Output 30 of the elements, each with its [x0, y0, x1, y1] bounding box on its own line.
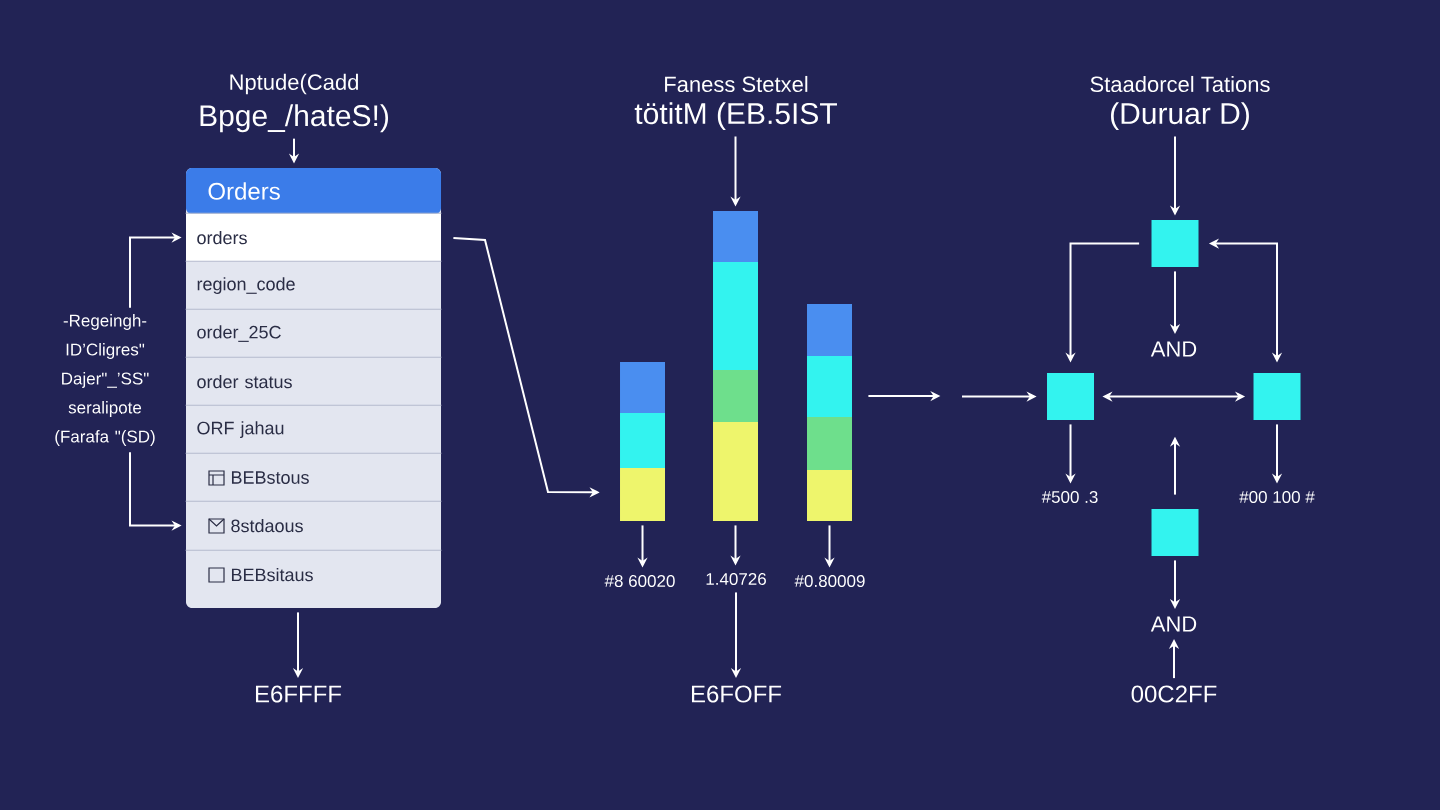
square-box — [1253, 373, 1301, 420]
table-row: region_code — [185, 260, 442, 310]
table-row: order status — [185, 356, 442, 406]
value-label: #0.80009 — [794, 575, 865, 587]
table-header: Orders — [186, 168, 441, 214]
table-row: BEBsitaus — [185, 549, 442, 599]
square-box — [1047, 373, 1094, 420]
table-row: orders — [185, 212, 442, 262]
stacked-bar — [620, 362, 665, 521]
code-label: 00C2FF — [1131, 685, 1217, 703]
square-box — [1151, 220, 1199, 267]
table-row: BEBstous — [185, 452, 442, 502]
value-label: 1.40726 — [706, 573, 766, 585]
value-label: #8 60020 — [604, 575, 675, 587]
heading: Nptude(Cadd Bpge_/hateS!) — [200, 73, 389, 133]
heading: Faness Stetxel tötitM (EB.5IST — [634, 75, 837, 131]
value-label: #500 .3 — [1041, 491, 1098, 503]
operator-label: AND — [1150, 616, 1197, 632]
stacked-bar — [713, 211, 758, 521]
operator-label: AND — [1150, 341, 1197, 357]
code-label: E6FFFF — [256, 685, 342, 703]
table-row: 8stdaous — [185, 500, 442, 550]
code-label: E6FOFF — [692, 685, 782, 703]
square-box — [1151, 509, 1199, 556]
table-row: order_25C — [185, 308, 442, 358]
stacked-bar — [807, 304, 852, 521]
value-label: #00 100 # — [1239, 491, 1315, 503]
table-row: ORF jahau — [185, 404, 442, 454]
heading: Staadorcel Tations (Duruar D) — [1090, 75, 1270, 131]
side-note: -Regeingh- ID’Cligres" Dajer"_’SS" seralipote (Farafa "(SD) — [55, 314, 155, 446]
